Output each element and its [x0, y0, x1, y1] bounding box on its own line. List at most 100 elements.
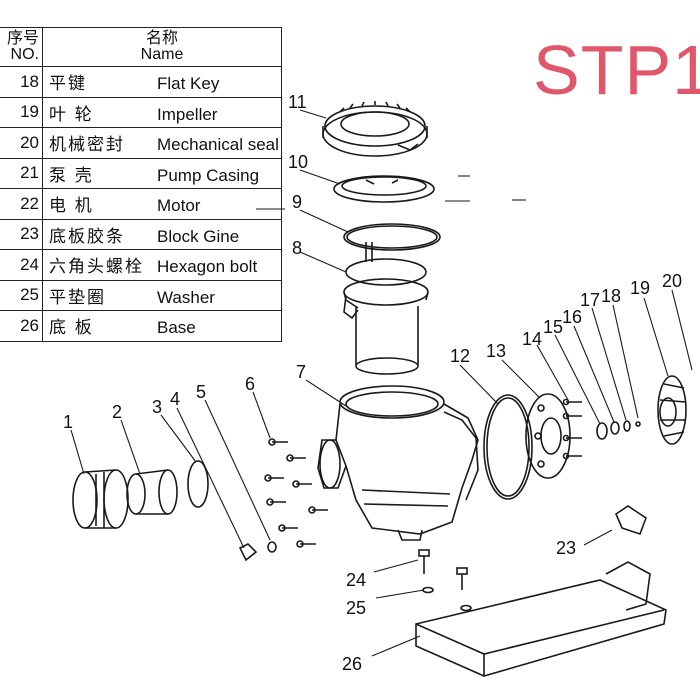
- callout-26: 26: [342, 654, 362, 674]
- part-6-screws: [264, 438, 328, 548]
- part-8-basket: [343, 242, 429, 375]
- part-name-zh: 泵 壳: [49, 165, 94, 185]
- part-25-washers: [422, 586, 472, 612]
- part-name-en: Hexagon bolt: [157, 257, 258, 277]
- part-2-tail-pipe: [126, 469, 178, 515]
- header-no-cell: 序号 NO.: [0, 27, 43, 67]
- part-name: 平键 Flat Key: [42, 66, 282, 98]
- part-3-o-ring: [187, 460, 209, 508]
- part-name-en: Base: [157, 318, 196, 338]
- part-name: 底 板 Base: [42, 310, 282, 342]
- part-name: 六角头螺栓 Hexagon bolt: [42, 249, 282, 281]
- part-number: 21: [0, 157, 43, 189]
- part-19-impeller: [657, 375, 687, 445]
- part-9-o-ring: [343, 223, 441, 251]
- callout-9: 9: [292, 192, 302, 212]
- part-number: 26: [0, 310, 43, 342]
- header-name-cell: 名称 Name: [42, 27, 282, 67]
- part-name-zh: 平键: [49, 74, 87, 94]
- part-12-o-ring: [483, 394, 533, 500]
- part-name-zh: 电 机: [49, 196, 94, 216]
- part-24-bolts: [418, 549, 468, 590]
- table-row: 21 泵 壳 Pump Casing: [0, 157, 282, 189]
- table-row: 24 六角头螺栓 Hexagon bolt: [0, 249, 282, 281]
- part-name-en: Pump Casing: [157, 165, 260, 185]
- callout-15: 15: [543, 317, 563, 337]
- callout-10: 10: [288, 152, 308, 172]
- part-number: 18: [0, 66, 43, 98]
- callout-16: 16: [562, 307, 582, 327]
- part-number: 19: [0, 96, 43, 128]
- table-row: 19 叶 轮 Impeller: [0, 96, 282, 128]
- part-11-lid: [322, 101, 428, 157]
- callout-11: 11: [288, 92, 307, 112]
- part-name: 泵 壳 Pump Casing: [42, 157, 282, 189]
- table-row: 23 底板胶条 Block Gine: [0, 218, 282, 250]
- part-name-zh: 平垫圈: [49, 287, 106, 307]
- part-name-en: Block Gine: [157, 226, 240, 246]
- callout-14: 14: [522, 329, 542, 349]
- part-12-o-ring-inner: [486, 397, 530, 497]
- part-name-zh: 叶 轮: [49, 104, 94, 124]
- header-name-zh: 名称: [145, 30, 178, 47]
- part-number: 20: [0, 127, 43, 159]
- part-name-en: Motor: [157, 196, 201, 216]
- callout-25: 25: [346, 598, 366, 618]
- part-name-en: Mechanical seal: [157, 135, 279, 155]
- part-name-zh: 底 板: [49, 318, 94, 338]
- part-name-zh: 机械密封: [49, 135, 125, 155]
- part-5-o-ring: [267, 541, 277, 553]
- part-name-zh: 六角头螺栓: [49, 257, 144, 277]
- callout-2: 2: [112, 402, 122, 422]
- callout-4: 4: [170, 389, 180, 409]
- part-name: 机械密封 Mechanical seal: [42, 127, 282, 159]
- callout-17: 17: [580, 290, 600, 310]
- callout-6: 6: [245, 374, 255, 394]
- callout-8: 8: [292, 238, 302, 258]
- part-name: 叶 轮 Impeller: [42, 96, 282, 128]
- header-no-zh: 序号: [6, 30, 39, 47]
- callout-3: 3: [152, 397, 162, 417]
- table-row: 18 平键 Flat Key: [0, 66, 282, 98]
- part-name: 底板胶条 Block Gine: [42, 218, 282, 250]
- callout-5: 5: [196, 382, 206, 402]
- part-14-bolts: [562, 398, 582, 460]
- part-23-rubber-strip: [615, 505, 647, 536]
- callout-18: 18: [601, 286, 621, 306]
- part-name: 电 机 Motor: [42, 188, 282, 220]
- callout-13: 13: [486, 341, 506, 361]
- table-row: 22 电 机 Motor: [0, 188, 282, 220]
- part-10-seal-plate: [333, 175, 435, 203]
- part-name: 平垫圈 Washer: [42, 279, 282, 311]
- part-number: 23: [0, 218, 43, 250]
- callout-12: 12: [450, 346, 470, 366]
- part-4-plug: [238, 543, 258, 562]
- callout-7: 7: [296, 362, 306, 382]
- model-title: STP1: [533, 31, 700, 109]
- callout-1: 1: [63, 412, 73, 432]
- part-number: 24: [0, 249, 43, 281]
- table-row: 20 机械密封 Mechanical seal: [0, 127, 282, 159]
- header-no-en: NO.: [10, 46, 39, 63]
- part-name-en: Washer: [157, 287, 215, 307]
- part-9-o-ring-inner: [346, 225, 438, 249]
- callout-23: 23: [556, 538, 576, 558]
- part-name-zh: 底板胶条: [49, 226, 125, 246]
- parts-table: 序号 NO. 名称 Name 18 平键 Flat Key 19 叶 轮 Impelle…: [0, 27, 282, 342]
- callout-24: 24: [346, 570, 366, 590]
- part-13-flange: [525, 393, 571, 479]
- callout-labels: 1 2 3 4 5 6 7 8 9 10 11 12 13 14 15 16 1…: [63, 92, 682, 674]
- table-row: 26 底 板 Base: [0, 310, 282, 342]
- part-name-en: Flat Key: [157, 74, 220, 94]
- callout-20: 20: [662, 271, 682, 291]
- table-header-row: 序号 NO. 名称 Name: [0, 27, 282, 67]
- part-7-pump-casing: [317, 385, 479, 541]
- header-name-en: Name: [140, 46, 184, 63]
- parts-15-18-seal-set: [596, 420, 641, 440]
- part-name-en: Impeller: [157, 104, 218, 124]
- part-number: 22: [0, 188, 43, 220]
- leader-lines: [70, 109, 693, 657]
- part-26-base: [415, 561, 667, 677]
